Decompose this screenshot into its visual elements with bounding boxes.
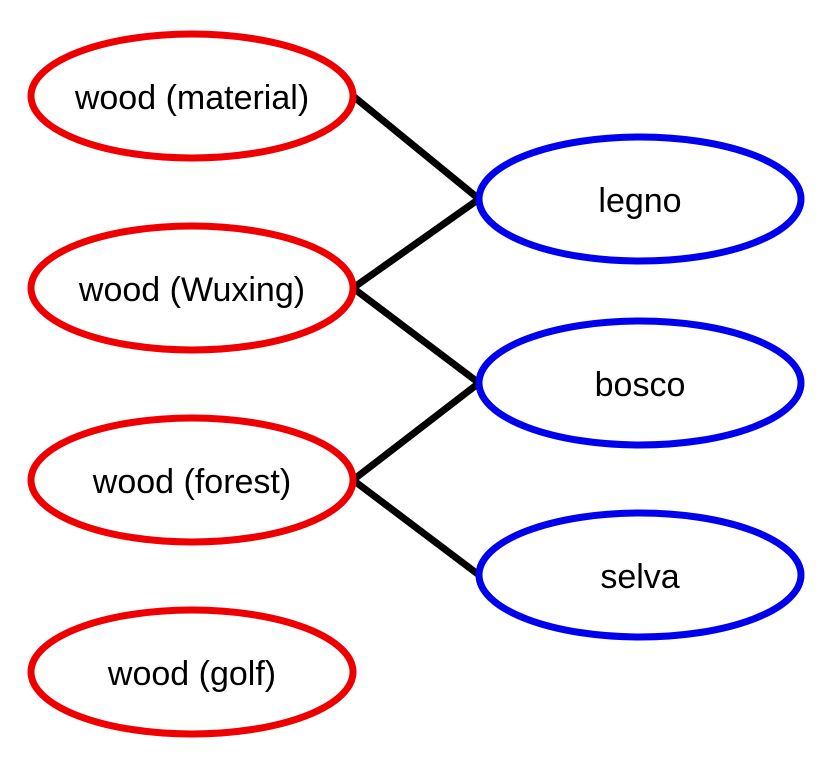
node-wood-material-ellipse [27,30,357,162]
node-wood-forest-ellipse [27,414,357,546]
node-wood-wuxing: wood (Wuxing) [27,222,357,354]
node-wood-material-label: wood (material) [74,79,309,117]
node-legno: legno [475,133,805,265]
node-wood-wuxing-ellipse [27,222,357,354]
node-wood-forest: wood (forest) [27,414,357,546]
edge-wood-forest-to-bosco [349,379,483,484]
node-bosco: bosco [475,317,805,449]
node-bosco-label: bosco [595,366,686,404]
node-selva-ellipse [475,509,805,641]
node-legno-label: legno [598,182,681,220]
edge-wood-wuxing-to-legno [349,195,483,292]
right-nodes: legno bosco selva [475,133,805,641]
node-selva-label: selva [600,558,679,596]
edge-wood-material-to-legno [349,92,483,203]
node-wood-golf-label: wood (golf) [107,655,276,693]
node-wood-forest-label: wood (forest) [92,463,291,501]
node-wood-golf-ellipse [27,606,357,738]
node-bosco-ellipse [475,317,805,449]
node-wood-golf: wood (golf) [27,606,357,738]
node-wood-wuxing-label: wood (Wuxing) [78,271,305,309]
edge-wood-forest-to-selva [349,476,483,579]
node-selva: selva [475,509,805,641]
edge-wood-wuxing-to-bosco [349,284,483,387]
edges-layer [349,92,483,579]
node-wood-material: wood (material) [27,30,357,162]
left-nodes: wood (material) wood (Wuxing) wood (fore… [27,30,357,738]
node-legno-ellipse [475,133,805,265]
